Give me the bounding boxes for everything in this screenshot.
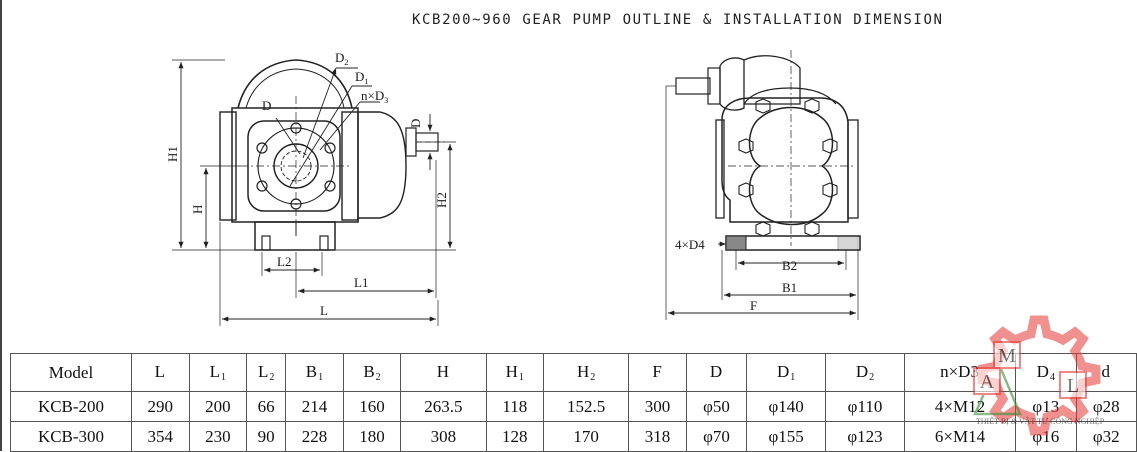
table-cell: 308: [400, 421, 487, 452]
header-cell: L2: [246, 353, 287, 392]
header-cell: D2: [825, 353, 905, 392]
header-cell: H2: [543, 353, 630, 392]
header-cell: D: [685, 353, 748, 392]
logo-letter-a: A: [980, 371, 995, 393]
header-cell: H: [400, 353, 487, 392]
table-cell: 118: [485, 391, 545, 422]
table-row: KCB-200 290 200 66 214 160 263.5 118 152…: [10, 391, 1137, 422]
header-cell: L1: [188, 353, 248, 392]
label-B2: B2: [782, 258, 797, 273]
label-D: D: [262, 98, 271, 113]
table-cell: 318: [628, 421, 687, 452]
table-cell: 160: [342, 391, 402, 422]
label-shaft-D: D: [408, 119, 423, 128]
header-cell: H1: [485, 353, 545, 392]
table-cell: 200: [188, 391, 248, 422]
table-cell: 230: [188, 421, 248, 452]
label-L1: L1: [354, 275, 368, 290]
outline-drawing: D2 D1 n×D3 D D H1 H H2 L2 L1 L: [165, 50, 861, 326]
table-cell: 354: [131, 421, 190, 452]
table-cell: φ123: [825, 421, 905, 452]
table-cell: 90: [246, 421, 287, 452]
table-cell: 263.5: [400, 391, 487, 422]
label-H: H: [190, 205, 205, 214]
table-cell: 214: [285, 391, 344, 422]
header-cell: D1: [746, 353, 827, 392]
side-view-labels: 4×D4 B2 B1 F: [675, 237, 797, 313]
label-H1: H1: [165, 146, 180, 162]
table-cell: 228: [285, 421, 344, 452]
header-cell: B2: [342, 353, 402, 392]
table-cell: φ140: [746, 391, 827, 422]
label-D2: D2: [335, 50, 348, 67]
table-cell: 170: [543, 421, 630, 452]
table-cell: 290: [131, 391, 190, 422]
label-L2: L2: [277, 254, 291, 269]
label-H2: H2: [434, 192, 449, 208]
front-view-labels: D2 D1 n×D3 D D H1 H H2 L2 L1 L: [165, 50, 449, 318]
header-cell: Model: [10, 353, 132, 392]
model-cell: KCB-200: [10, 391, 132, 422]
table-cell: φ155: [746, 421, 827, 452]
table-cell: 128: [485, 421, 545, 452]
header-cell: B1: [285, 353, 344, 392]
logo-tagline: THIẾT BỊ & VẬT TƯ CÔNG NGHIỆP: [976, 416, 1105, 426]
label-4xD4: 4×D4: [675, 237, 705, 252]
table-cell: φ50: [685, 391, 748, 422]
front-view: [172, 59, 456, 326]
aml-watermark-logo: M A L THIẾT BỊ & VẬT TƯ CÔNG NGHIỆP: [973, 315, 1105, 436]
side-view: [665, 50, 861, 320]
table-cell: 66: [246, 391, 287, 422]
table-cell: 300: [628, 391, 687, 422]
table-cell: 152.5: [543, 391, 630, 422]
label-D1: D1: [355, 69, 368, 86]
model-cell: KCB-300: [10, 421, 132, 452]
label-F: F: [750, 298, 757, 313]
table-row: KCB-300 354 230 90 228 180 308 128 170 3…: [10, 421, 1137, 452]
table-cell: 180: [342, 421, 402, 452]
label-L: L: [320, 303, 328, 318]
table-cell: φ70: [685, 421, 748, 452]
page-title: KCB200~960 GEAR PUMP OUTLINE & INSTALLAT…: [412, 12, 944, 28]
header-cell: F: [628, 353, 687, 392]
logo-letter-m: M: [998, 345, 1016, 367]
header-cell: L: [131, 353, 190, 392]
table-cell: φ110: [825, 391, 905, 422]
logo-letter-l: L: [1067, 375, 1079, 397]
label-B1: B1: [782, 280, 797, 295]
label-nD3: n×D3: [361, 88, 388, 105]
page-border: [0, 0, 2, 451]
